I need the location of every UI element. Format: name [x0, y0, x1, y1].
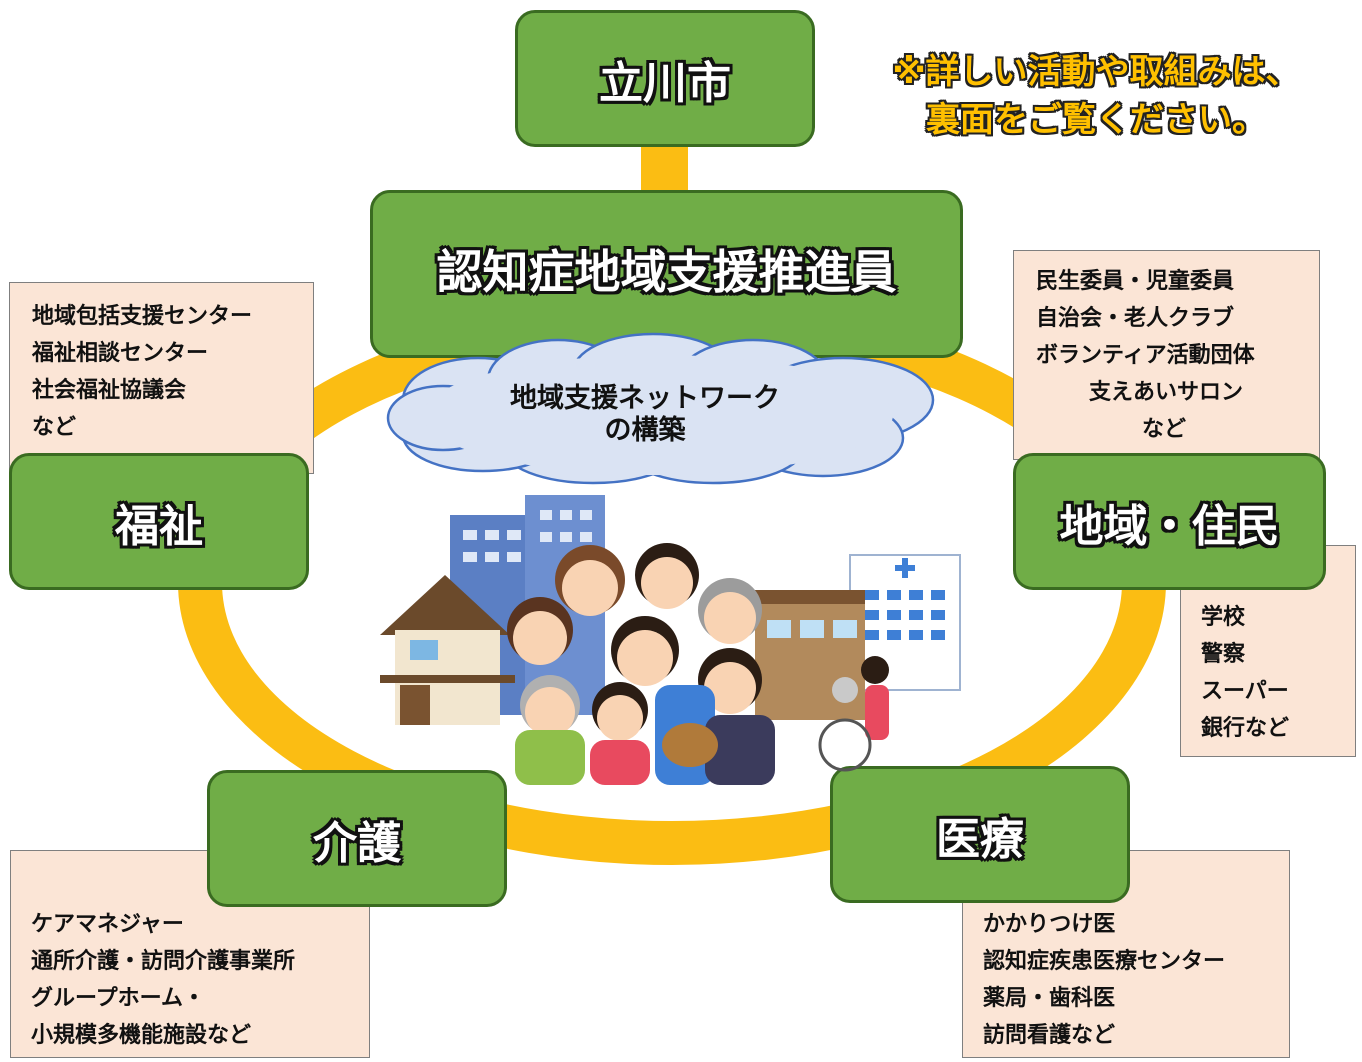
- community-illustration: [380, 495, 961, 785]
- list-item: ケアマネジャー: [31, 912, 184, 937]
- care-node: 介護: [207, 770, 507, 907]
- city-node: 立川市: [515, 10, 815, 147]
- community-label: 地域・住民: [1059, 500, 1280, 552]
- cloud-line: の構築: [604, 415, 686, 446]
- cloud-shape: [386, 332, 935, 485]
- city-label: 立川市: [599, 57, 731, 109]
- list-item: 地域包括支援センター: [32, 304, 253, 329]
- list-item: 警察: [1201, 642, 1246, 667]
- list-item: 銀行など: [1201, 716, 1290, 741]
- promoter-node: 認知症地域支援推進員: [370, 190, 963, 358]
- list-item: かかりつけ医: [983, 912, 1116, 937]
- community-node: 地域・住民: [1013, 453, 1326, 590]
- cloud-label: 地域支援ネットワーク の構築: [440, 383, 850, 447]
- list-item: など: [1142, 417, 1187, 442]
- list-item: 福祉相談センター: [32, 341, 209, 366]
- note-line: 裏面をご覧ください。: [926, 100, 1266, 140]
- medical-label: 医療: [936, 813, 1024, 865]
- list-item: グループホーム・: [31, 986, 206, 1011]
- list-item: 学校: [1201, 605, 1246, 630]
- list-item: 薬局・歯科医: [983, 986, 1116, 1011]
- list-item: 小規模多機能施設など: [31, 1023, 252, 1048]
- note-line: ※詳しい活動や取組みは、: [892, 52, 1300, 92]
- promoter-label: 認知症地域支援推進員: [436, 245, 897, 299]
- cloud-line: 地域支援ネットワーク: [510, 383, 780, 414]
- medical-node: 医療: [830, 766, 1130, 903]
- list-item: 社会福祉協議会: [32, 378, 187, 403]
- note-text: ※詳しい活動や取組みは、 裏面をご覧ください。: [886, 48, 1306, 144]
- welfare-node: 福祉: [9, 453, 309, 590]
- list-item: 自治会・老人クラブ: [1036, 306, 1235, 331]
- community-list: 民生委員・児童委員 自治会・老人クラブ ボランティア活動団体 支えあいサロン な…: [1013, 250, 1320, 460]
- welfare-label: 福祉: [115, 500, 203, 552]
- list-item: 支えあいサロン: [1089, 380, 1244, 405]
- list-item: 通所介護・訪問介護事業所: [31, 949, 296, 974]
- list-item: 訪問看護など: [983, 1023, 1116, 1048]
- welfare-list: 地域包括支援センター 福祉相談センター 社会福祉協議会 など: [9, 282, 314, 474]
- list-item: スーパー: [1201, 679, 1289, 704]
- list-item: 民生委員・児童委員: [1036, 269, 1235, 294]
- care-label: 介護: [313, 817, 401, 869]
- list-item: 認知症疾患医療センター: [983, 949, 1226, 974]
- list-item: ボランティア活動団体: [1036, 343, 1255, 368]
- list-item: など: [32, 415, 77, 440]
